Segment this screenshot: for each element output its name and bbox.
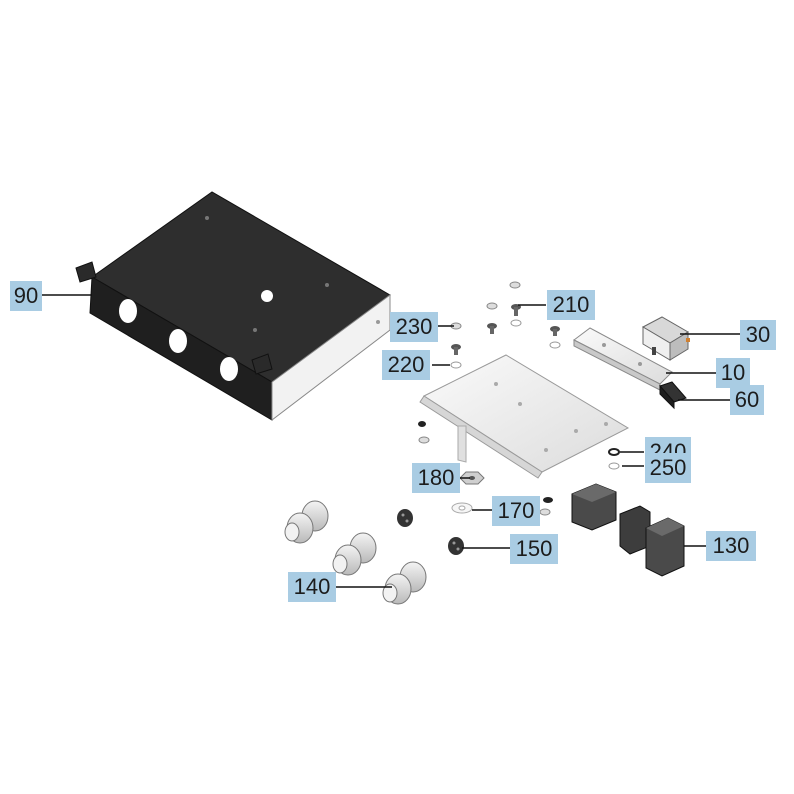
callout-90: 90 xyxy=(10,281,42,311)
callout-130: 130 xyxy=(706,531,756,561)
module-30-part xyxy=(641,316,690,361)
callout-170: 170 xyxy=(492,496,540,526)
callout-60: 60 xyxy=(730,385,764,415)
leader-lines xyxy=(40,294,740,588)
block-130-part xyxy=(571,483,685,577)
mounting-plate-part xyxy=(419,354,630,479)
callout-150: 150 xyxy=(510,534,558,564)
callout-220: 220 xyxy=(382,350,430,380)
terminal-60-part xyxy=(659,381,687,410)
callout-210: 210 xyxy=(547,290,595,320)
din-rail-part xyxy=(573,327,673,391)
cable-gland-140-part xyxy=(284,500,427,605)
fastener-group xyxy=(418,281,620,516)
screw-210-part xyxy=(510,304,522,327)
callout-30: 30 xyxy=(740,320,776,350)
callout-250: 250 xyxy=(645,453,691,483)
callout-180: 180 xyxy=(412,463,460,493)
callout-10: 10 xyxy=(716,358,750,388)
washer-240-part xyxy=(608,448,620,456)
grommet-150-part xyxy=(397,509,464,555)
callout-230: 230 xyxy=(390,312,438,342)
screw-220-part xyxy=(450,344,462,369)
washer-170-part xyxy=(451,502,473,514)
callout-140: 140 xyxy=(288,572,336,602)
enclosure-cover-part xyxy=(75,191,391,422)
washer-250-part xyxy=(608,462,620,470)
